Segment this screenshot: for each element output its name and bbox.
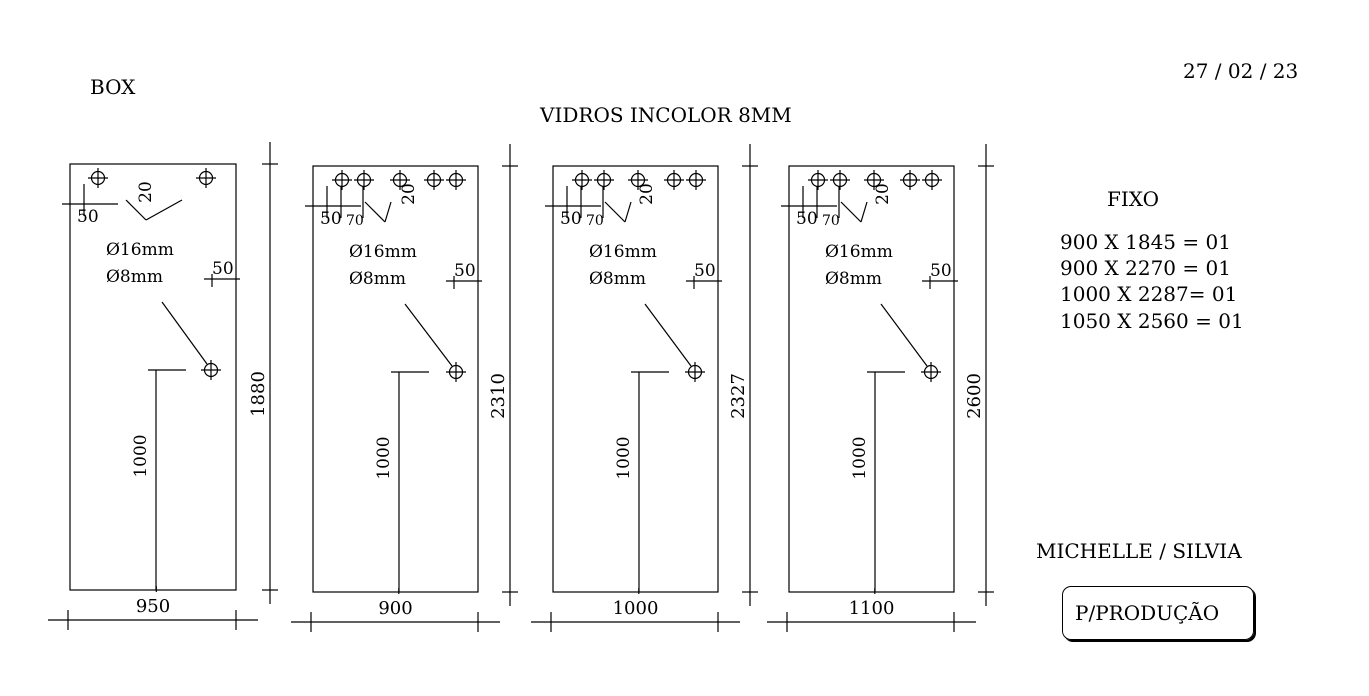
handle-leader-line (404, 303, 453, 367)
big-hole-label: Ø16mm (589, 242, 657, 262)
handle-height-label: 1000 (614, 436, 634, 479)
spacing-label: 70 (822, 213, 840, 229)
glass-panel-outline (552, 165, 719, 593)
leader-line (384, 201, 392, 223)
offset-label: 50 (560, 209, 582, 229)
width-label: 900 (378, 598, 412, 619)
offset-label: 50 (77, 207, 99, 227)
side-offset-label: 50 (454, 261, 476, 281)
small-hole-label: Ø8mm (349, 269, 406, 289)
height-label: 2600 (964, 373, 985, 419)
leader-line (364, 201, 386, 223)
glass-panel-outline (312, 165, 479, 593)
leader-line (125, 199, 147, 221)
width-label: 950 (136, 596, 170, 617)
fixo-title: FIXO (1107, 187, 1160, 211)
hole-dim-label: 20 (136, 181, 156, 203)
fixo-line: 1000 X 2287= 01 (1060, 282, 1238, 306)
handle-leader-line (161, 301, 208, 365)
height-label: 1880 (248, 371, 269, 417)
hole-dim-label: 20 (873, 183, 893, 205)
fixo-line: 900 X 2270 = 01 (1060, 256, 1231, 280)
handle-leader-line (644, 303, 692, 367)
leader-line (860, 201, 868, 223)
fixo-line: 1050 X 2560 = 01 (1060, 309, 1244, 333)
big-hole-label: Ø16mm (825, 242, 893, 262)
small-hole-label: Ø8mm (825, 269, 882, 289)
production-stamp-label: P/PRODUÇÃO (1075, 601, 1220, 625)
width-label: 1100 (849, 598, 895, 619)
offset-label: 50 (796, 209, 818, 229)
width-label: 1000 (613, 598, 659, 619)
big-hole-label: Ø16mm (106, 240, 174, 260)
date-label: 27 / 02 / 23 (1183, 59, 1299, 83)
height-label: 2310 (488, 373, 509, 419)
side-offset-label: 50 (930, 261, 952, 281)
leader-line (624, 201, 632, 223)
glass-panel-outline (69, 163, 237, 591)
drawing-title: VIDROS INCOLOR 8MM (540, 103, 792, 127)
handle-leader-line (880, 303, 928, 367)
leader-line (145, 199, 183, 221)
height-label: 2327 (728, 373, 749, 419)
small-hole-label: Ø8mm (589, 269, 646, 289)
small-hole-label: Ø8mm (106, 267, 163, 287)
fixo-line: 900 X 1845 = 01 (1060, 230, 1231, 254)
glass-panel-outline (788, 165, 955, 593)
leader-line (604, 201, 626, 223)
hole-dim-label: 20 (637, 183, 657, 205)
offset-label: 50 (320, 209, 342, 229)
handle-height-label: 1000 (850, 436, 870, 479)
side-offset-label: 50 (694, 261, 716, 281)
side-offset-label: 50 (212, 259, 234, 279)
hole-dim-label: 20 (399, 183, 419, 205)
spacing-label: 70 (346, 213, 364, 229)
big-hole-label: Ø16mm (349, 242, 417, 262)
box-label: BOX (90, 75, 136, 99)
client-name: MICHELLE / SILVIA (1036, 539, 1242, 563)
handle-height-label: 1000 (374, 436, 394, 479)
spacing-label: 70 (586, 213, 604, 229)
handle-height-label: 1000 (131, 434, 151, 477)
leader-line (840, 201, 862, 223)
production-stamp: P/PRODUÇÃO (1062, 586, 1254, 640)
